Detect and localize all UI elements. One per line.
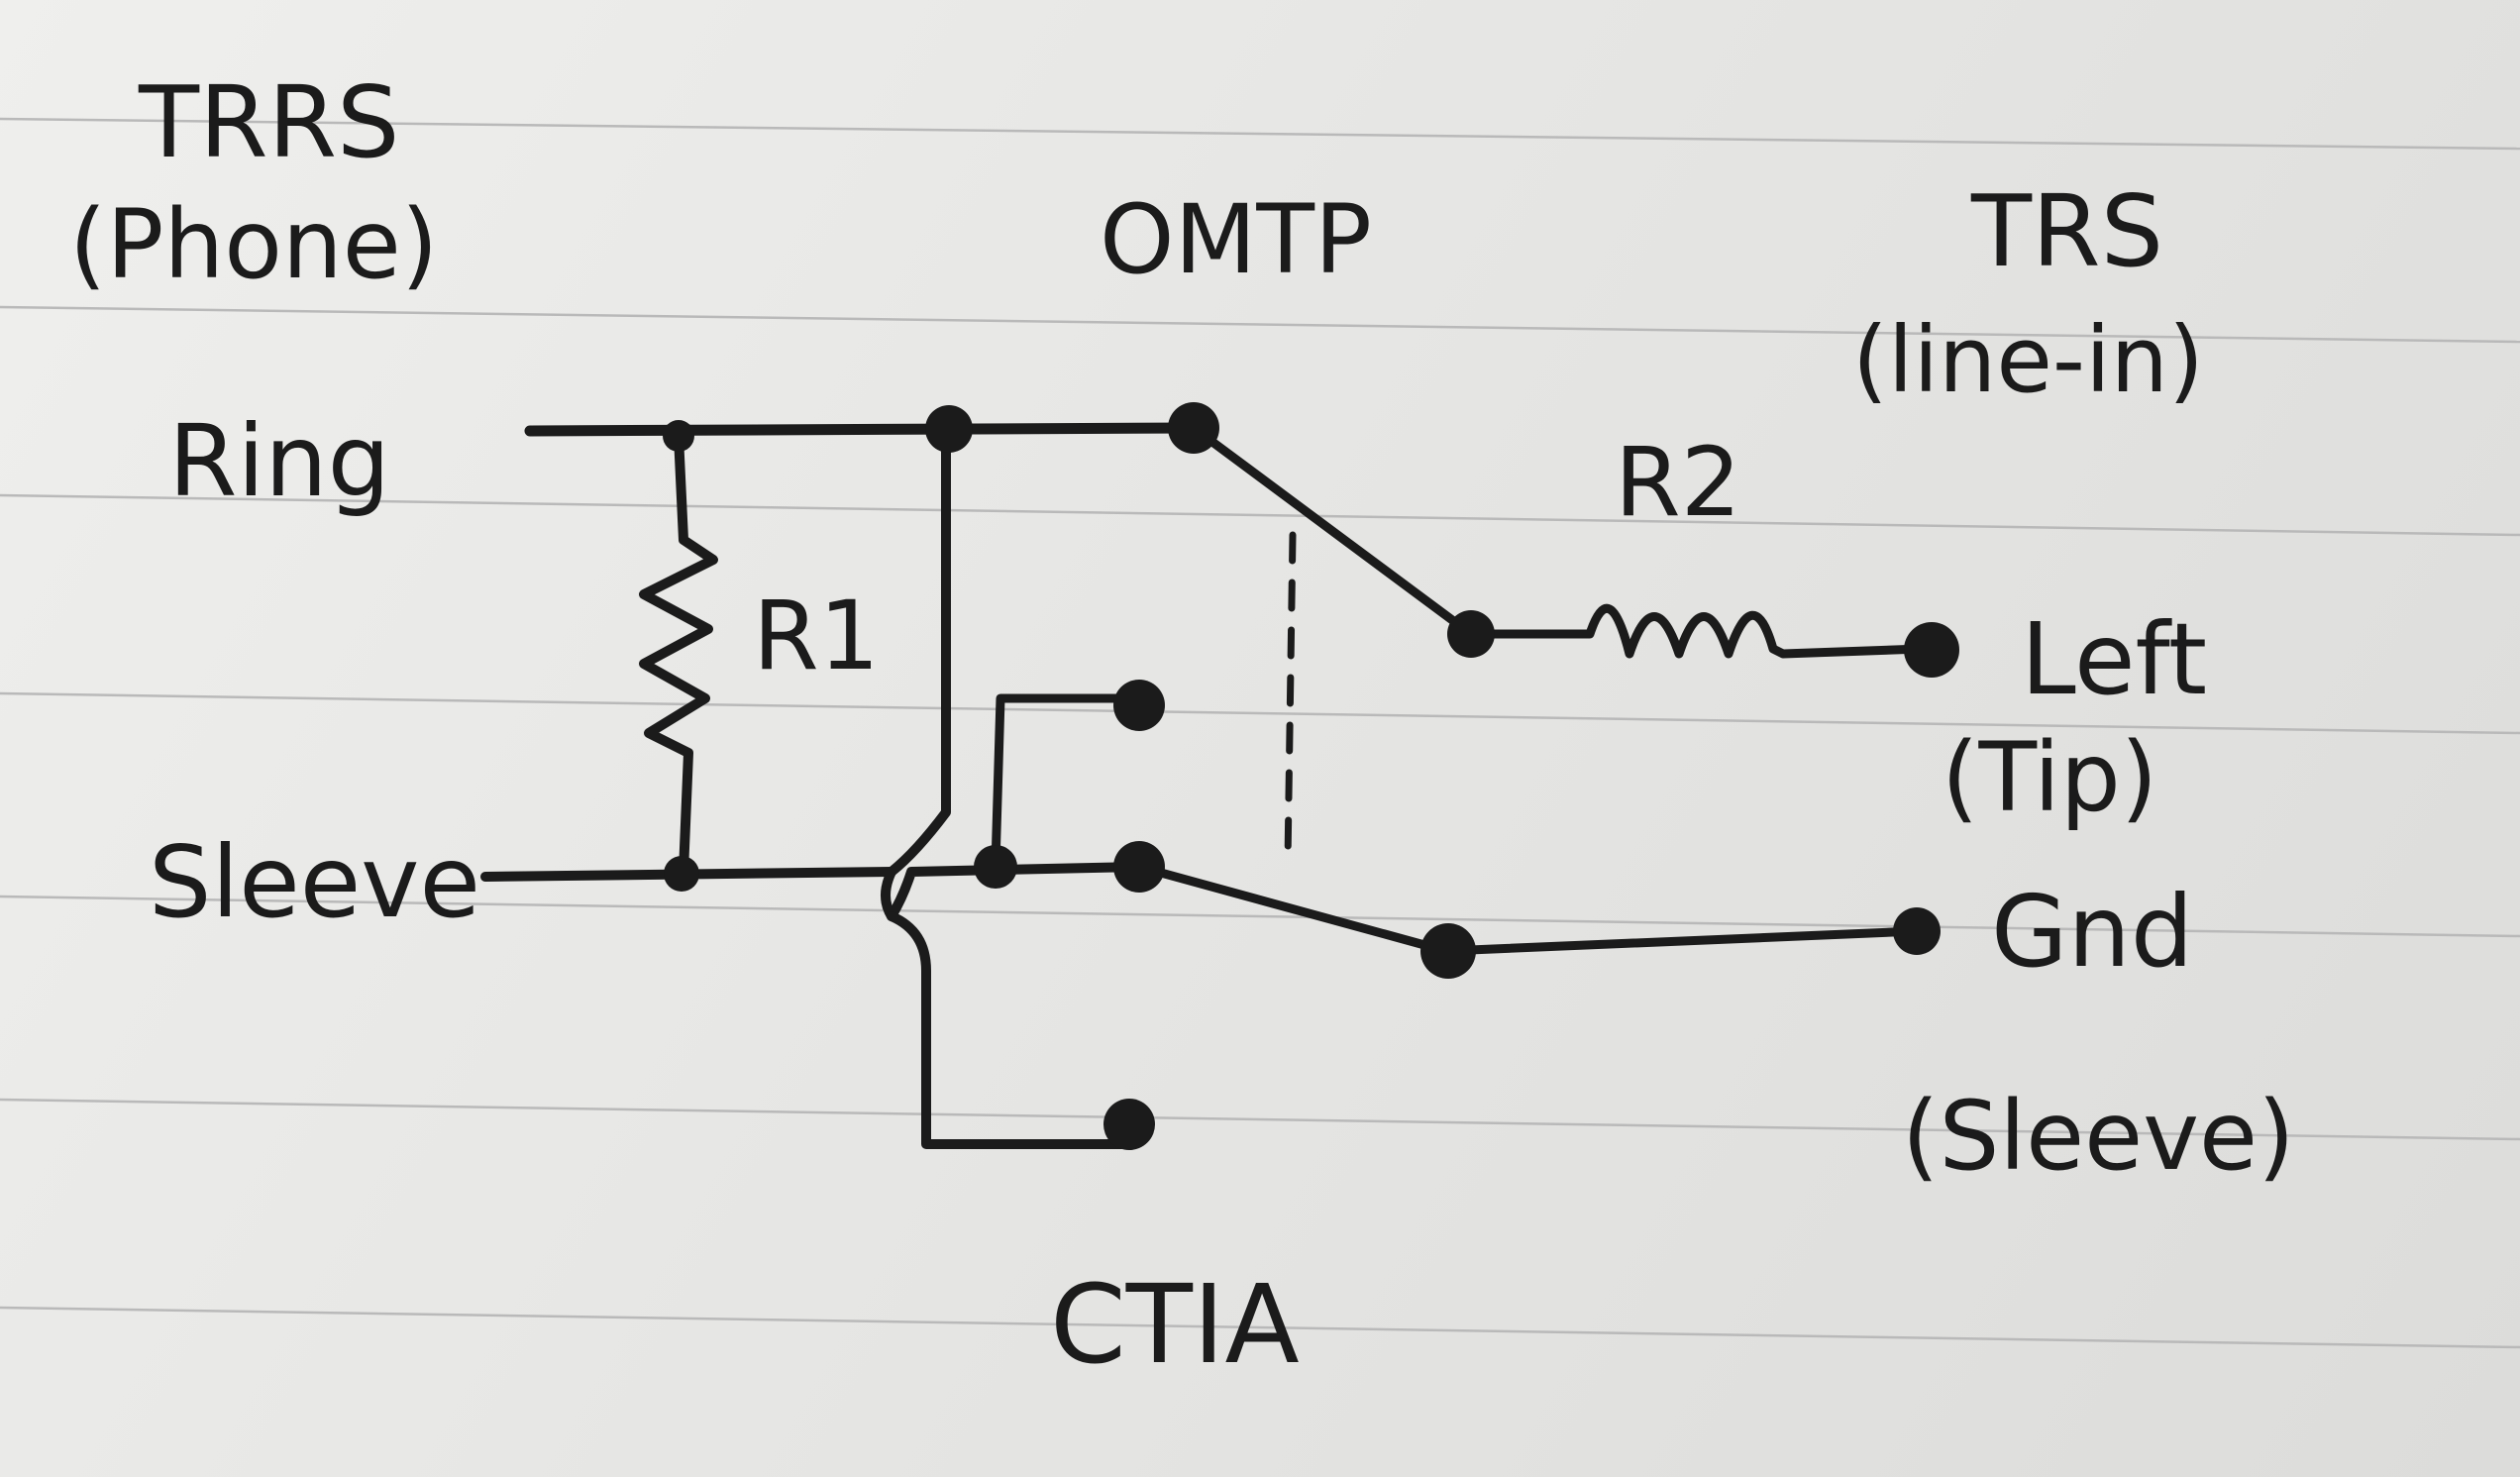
ruled-line: [0, 1306, 2520, 1349]
ring-r1-junction: [663, 420, 694, 452]
sleeve-branch: [991, 693, 1139, 870]
ruled-line: [0, 895, 2520, 938]
left-label: Left: [2021, 601, 2207, 717]
upper-contact: [1113, 680, 1165, 731]
ruled-line: [0, 1098, 2520, 1141]
r2-left-contact: [1447, 610, 1495, 658]
ring-bus-junction: [925, 405, 973, 453]
switch-arm-upper: [1189, 423, 1476, 639]
left-tip-terminal: [1904, 622, 1959, 678]
ring-bus-lower: [887, 911, 1129, 1149]
ring-bus-upper: [887, 431, 951, 877]
ruled-line: [0, 117, 2520, 151]
ruled-line: [0, 691, 2520, 735]
r2-resistor: [1466, 603, 1927, 659]
junctions: [663, 402, 1959, 1150]
ruled-line: [0, 305, 2520, 344]
trs-line-in-label: (line-in): [1852, 307, 2204, 413]
tip-label: (Tip): [1942, 722, 2157, 833]
omtp-switch-pivot: [1168, 402, 1219, 454]
trrs-label: TRRS: [138, 64, 400, 180]
wiring: [480, 422, 1927, 1149]
sleeve-label: Sleeve: [149, 824, 480, 940]
trs-label: TRS: [1970, 173, 2163, 289]
trrs-phone-label: (Phone): [69, 189, 438, 300]
sleeve-r1-junction: [664, 856, 699, 892]
r1-label: R1: [753, 580, 880, 691]
r2-label: R2: [1615, 427, 1741, 538]
sleeve-switch-pivot: [1113, 841, 1165, 893]
ring-wire: [524, 422, 1200, 437]
gnd-label: Gnd: [1991, 874, 2193, 990]
gnd-sleeve-terminal: [1893, 907, 1941, 955]
gnd-wire: [1441, 926, 1922, 956]
switch-arm-lower: [1134, 862, 1451, 956]
labels: TRRS (Phone) OMTP TRS (line-in) Ring Sle…: [69, 64, 2295, 1388]
ctia-label: CTIA: [1050, 1261, 1300, 1388]
switch-link-dashed: [1284, 531, 1297, 866]
ctia-contact: [1103, 1099, 1155, 1150]
r1-resistor: [639, 431, 718, 877]
gnd-sleeve-label: (Sleeve): [1902, 1081, 2295, 1192]
sleeve-branch-junction: [974, 845, 1017, 889]
ring-label: Ring: [168, 403, 390, 519]
gnd-switch-contact: [1420, 923, 1476, 979]
omtp-label: OMTP: [1100, 184, 1372, 295]
ruled-lines: [0, 117, 2520, 1349]
ruled-line: [0, 493, 2520, 537]
